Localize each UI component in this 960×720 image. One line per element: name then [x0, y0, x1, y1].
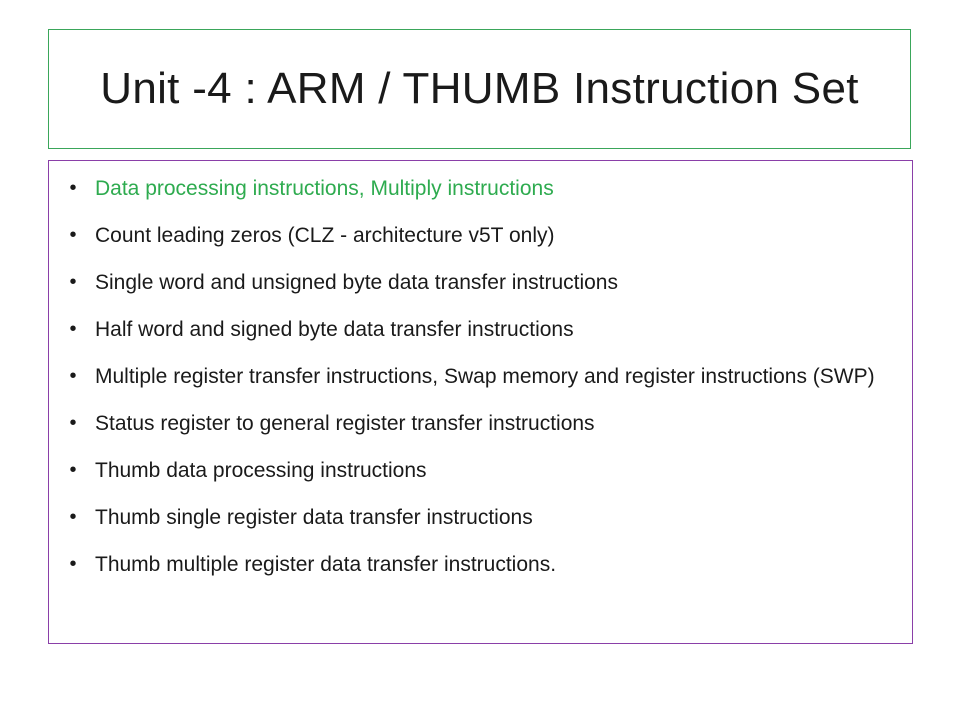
bullet-dot-icon: •	[69, 177, 77, 199]
bullet-dot-icon: •	[69, 459, 77, 481]
bullet-item: • Thumb single register data transfer in…	[63, 504, 898, 531]
bullet-item: • Count leading zeros (CLZ - architectur…	[63, 222, 898, 249]
bullet-dot-icon: •	[69, 224, 77, 246]
bullet-text: Thumb multiple register data transfer in…	[95, 553, 557, 576]
bullet-text: Count leading zeros (CLZ - architecture …	[95, 224, 555, 247]
bullet-dot-icon: •	[69, 553, 77, 575]
bullet-item: • Data processing instructions, Multiply…	[63, 175, 898, 202]
bullet-item: • Multiple register transfer instruction…	[63, 363, 898, 390]
bullet-text: Multiple register transfer instructions,…	[95, 365, 875, 388]
bullet-text: Thumb data processing instructions	[95, 459, 427, 482]
bullet-text: Data processing instructions, Multiply i…	[95, 177, 554, 200]
bullet-item: • Half word and signed byte data transfe…	[63, 316, 898, 343]
bullet-text: Single word and unsigned byte data trans…	[95, 271, 618, 294]
bullet-item: • Single word and unsigned byte data tra…	[63, 269, 898, 296]
content-box: • Data processing instructions, Multiply…	[48, 160, 913, 644]
bullet-item: • Status register to general register tr…	[63, 410, 898, 437]
bullet-list: • Data processing instructions, Multiply…	[63, 175, 898, 578]
bullet-text: Thumb single register data transfer inst…	[95, 506, 533, 529]
bullet-text: Status register to general register tran…	[95, 412, 595, 435]
bullet-item: • Thumb multiple register data transfer …	[63, 551, 898, 578]
bullet-dot-icon: •	[69, 365, 77, 387]
bullet-dot-icon: •	[69, 412, 77, 434]
bullet-item: • Thumb data processing instructions	[63, 457, 898, 484]
bullet-dot-icon: •	[69, 271, 77, 293]
bullet-dot-icon: •	[69, 318, 77, 340]
bullet-dot-icon: •	[69, 506, 77, 528]
bullet-text: Half word and signed byte data transfer …	[95, 318, 574, 341]
title-box: Unit -4 : ARM / THUMB Instruction Set	[48, 29, 911, 149]
slide-title: Unit -4 : ARM / THUMB Instruction Set	[100, 64, 859, 113]
